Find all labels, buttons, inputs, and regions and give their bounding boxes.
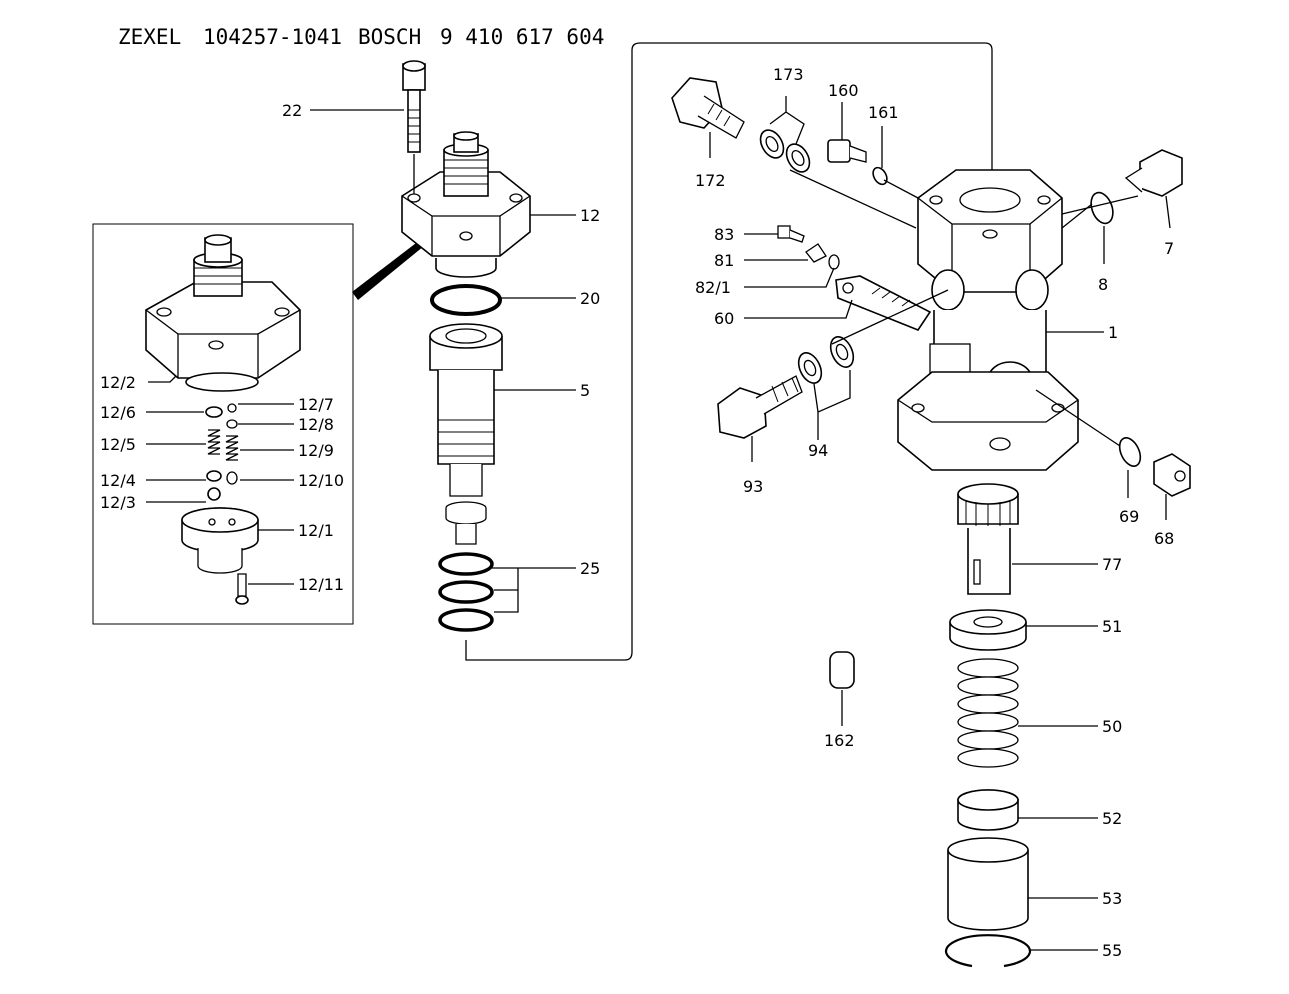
label-12-8: 12/8	[298, 415, 334, 434]
label-12-5: 12/5	[100, 435, 136, 454]
label-12-10: 12/10	[298, 471, 344, 490]
group-bracket-line	[465, 42, 993, 661]
label-12-2: 12/2	[100, 373, 136, 392]
label-51: 51	[1102, 617, 1122, 636]
label-8: 8	[1098, 275, 1108, 294]
part-83-screw	[777, 225, 805, 243]
label-12: 12	[580, 206, 600, 225]
part-81-clip	[805, 243, 827, 263]
part-25-rings	[438, 552, 494, 632]
part-161-washer	[872, 166, 888, 186]
label-12-6: 12/6	[100, 403, 136, 422]
label-68: 68	[1154, 529, 1174, 548]
part-7-plug	[1124, 149, 1183, 197]
label-53: 53	[1102, 889, 1122, 908]
label-1: 1	[1108, 323, 1118, 342]
header-part-zexel: 104257-1041	[203, 25, 342, 49]
label-77: 77	[1102, 555, 1122, 574]
label-173: 173	[773, 65, 804, 84]
part-94-washers	[797, 336, 855, 384]
part-12-valve-holder	[401, 131, 531, 278]
leader-lines	[146, 96, 1171, 951]
label-172: 172	[695, 171, 726, 190]
part-173-washers	[759, 129, 811, 173]
part-5-plunger-barrel	[429, 323, 503, 545]
part-77-control-sleeve	[957, 483, 1019, 595]
label-93: 93	[743, 477, 763, 496]
detail-box-frame	[92, 223, 354, 625]
part-69-washer	[1118, 437, 1142, 467]
label-22: 22	[282, 101, 302, 120]
label-55: 55	[1102, 941, 1122, 960]
detail-small-parts	[181, 403, 259, 605]
part-1-housing	[897, 169, 1079, 471]
label-50: 50	[1102, 717, 1122, 736]
detail-box	[92, 223, 424, 625]
label-161: 161	[868, 103, 899, 122]
label-81: 81	[714, 251, 734, 270]
label-83: 83	[714, 225, 734, 244]
label-160: 160	[828, 81, 859, 100]
label-12-7: 12/7	[298, 395, 334, 414]
part-162-key	[829, 651, 855, 689]
part-52-lower-seat	[957, 789, 1019, 831]
part-8-washer	[1090, 191, 1114, 225]
label-12-3: 12/3	[100, 493, 136, 512]
label-12-1: 12/1	[298, 521, 334, 540]
label-12-11: 12/11	[298, 575, 344, 594]
label-7: 7	[1164, 239, 1174, 258]
label-12-4: 12/4	[100, 471, 136, 490]
part-60-rack	[835, 275, 932, 331]
part-160-screw	[827, 139, 867, 163]
part-labels: 22 12 20 5 25 12/2 12/6 12/5 12/4 12/3 1…	[100, 65, 1174, 960]
label-52: 52	[1102, 809, 1122, 828]
part-82-1-washer	[828, 254, 840, 270]
header-brand-zexel: ZEXEL	[118, 25, 181, 49]
header-part-bosch: 9 410 617 604	[440, 25, 604, 49]
detail-valve-holder-12-2	[145, 234, 301, 392]
part-68-plug	[1153, 453, 1191, 497]
part-55-snap-ring	[944, 934, 1032, 968]
label-12-9: 12/9	[298, 441, 334, 460]
label-162: 162	[824, 731, 855, 750]
label-5: 5	[580, 381, 590, 400]
part-22-bolt	[402, 60, 426, 153]
label-69: 69	[1119, 507, 1139, 526]
part-172-fitting	[671, 77, 745, 139]
header-brand-bosch: BOSCH	[358, 25, 421, 49]
label-20: 20	[580, 289, 600, 308]
part-93-banjo-bolt	[717, 375, 803, 439]
part-50-spring	[957, 658, 1019, 768]
label-60: 60	[714, 309, 734, 328]
part-20-o-ring	[430, 284, 502, 316]
label-82-1: 82/1	[695, 278, 731, 297]
header: ZEXEL 104257-1041 BOSCH 9 410 617 604	[118, 25, 604, 49]
part-53-tappet	[947, 837, 1029, 931]
detail-pointer	[352, 240, 424, 300]
part-51-spring-seat	[949, 609, 1027, 651]
label-94: 94	[808, 441, 828, 460]
label-25: 25	[580, 559, 600, 578]
